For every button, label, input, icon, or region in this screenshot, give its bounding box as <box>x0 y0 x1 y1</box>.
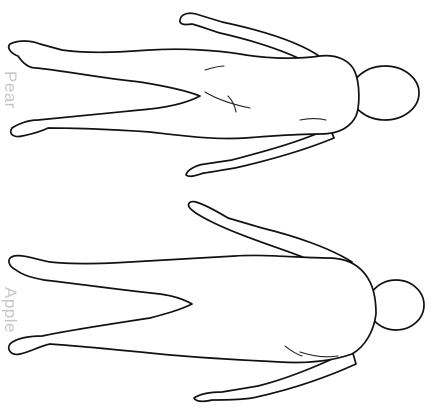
apple-upper-arm <box>189 202 352 262</box>
apple-label: Apple <box>0 270 20 350</box>
apple-figure <box>9 202 424 402</box>
pear-label: Pear <box>0 50 20 130</box>
pear-head <box>351 66 419 120</box>
apple-body <box>9 255 376 362</box>
pear-figure <box>9 13 419 176</box>
